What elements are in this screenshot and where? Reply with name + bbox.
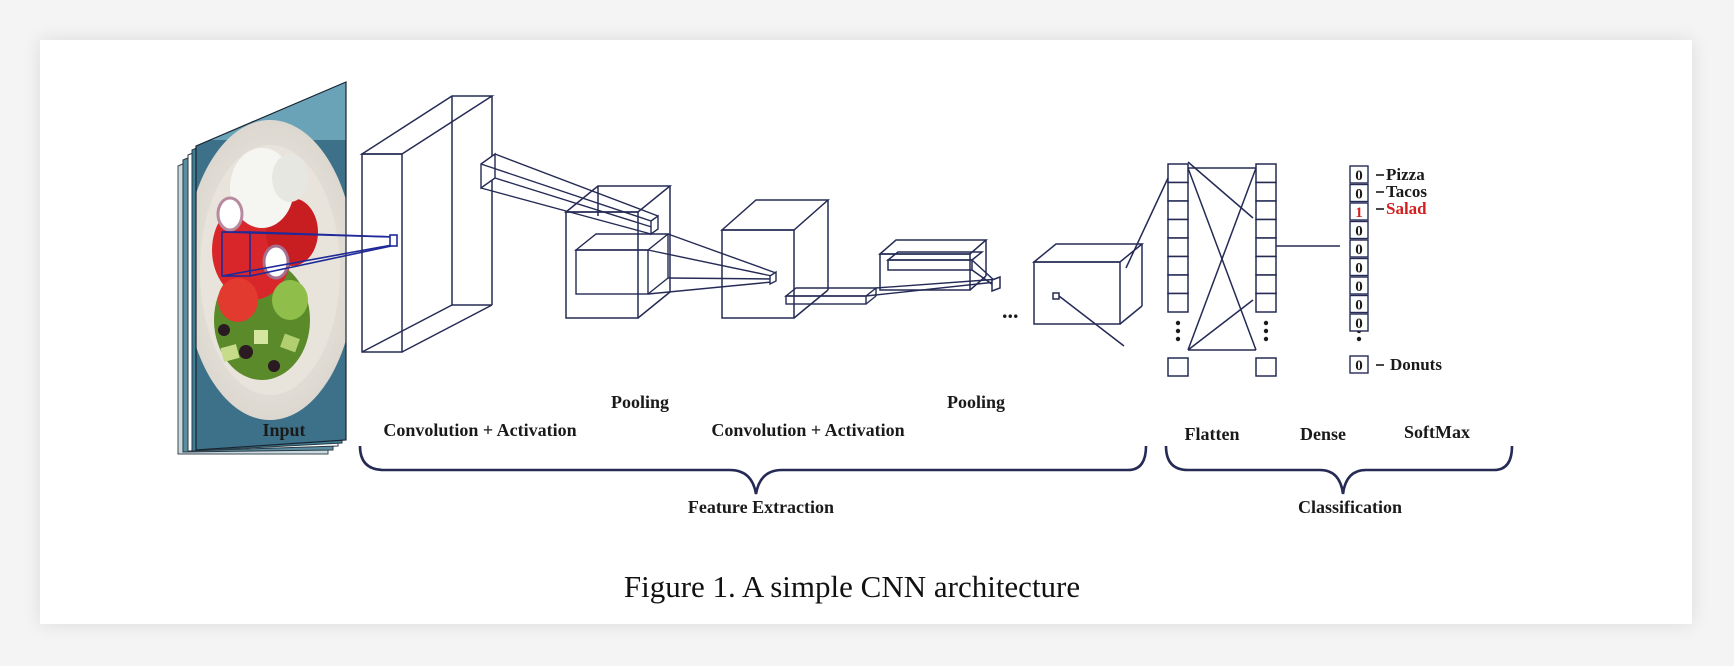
dense-neuron	[1255, 200, 1277, 221]
softmax-value: 0	[1355, 242, 1363, 258]
salad-photo	[196, 82, 346, 450]
layers-ellipsis: ...	[1002, 298, 1019, 323]
flatten-neuron	[1167, 200, 1189, 221]
softmax-value: 0	[1355, 168, 1363, 184]
feature-extraction-brace	[358, 445, 1148, 495]
flatten-neuron	[1167, 237, 1189, 258]
input-image	[177, 81, 347, 455]
conv1-kernel-projection	[480, 152, 659, 236]
softmax-cell	[1349, 239, 1369, 258]
label-dense: Dense	[1300, 424, 1346, 444]
dense-connections	[1187, 161, 1340, 351]
flatten-neuron	[1167, 274, 1189, 295]
input-receptive-field	[221, 231, 398, 277]
label-conv2: Convolution + Activation	[711, 420, 904, 440]
class-label-pizza: Pizza	[1386, 165, 1425, 184]
last-feature-map	[1031, 177, 1169, 347]
softmax-cell	[1349, 183, 1369, 203]
softmax-value: 1	[1355, 205, 1363, 221]
pool1-window	[574, 233, 777, 295]
label-input: Input	[262, 420, 305, 440]
softmax-value: 0	[1355, 316, 1363, 332]
class-label-donuts: Donuts	[1390, 355, 1442, 374]
figure-caption: Figure 1. A simple CNN architecture	[624, 569, 1080, 604]
flatten-layer	[1167, 163, 1189, 377]
class-labels: Pizza Tacos Salad Donuts	[1376, 165, 1442, 374]
flatten-neuron	[1167, 255, 1189, 276]
softmax-cell	[1349, 276, 1369, 295]
softmax-last-value: 0	[1355, 358, 1363, 374]
softmax-cell	[1349, 220, 1369, 240]
dense-neuron	[1255, 255, 1277, 276]
label-pool2: Pooling	[947, 392, 1005, 412]
flatten-last-neuron	[1167, 357, 1189, 377]
label-conv1: Convolution + Activation	[383, 420, 576, 440]
flatten-neuron	[1167, 163, 1189, 184]
label-pool1: Pooling	[611, 392, 669, 412]
softmax-cell	[1349, 165, 1369, 184]
label-feature-extraction: Feature Extraction	[688, 497, 834, 517]
softmax-value: 0	[1355, 279, 1363, 295]
dense-neuron	[1255, 181, 1277, 202]
softmax-value: 0	[1355, 261, 1363, 277]
softmax-value: 0	[1355, 224, 1363, 240]
label-classification: Classification	[1298, 497, 1402, 517]
softmax-cell	[1349, 202, 1369, 221]
softmax-cell	[1349, 257, 1369, 277]
flatten-neuron	[1167, 292, 1189, 313]
softmax-layer: 0 0 1 0 0 0 0 0 0 0	[1349, 165, 1369, 374]
softmax-cell	[1349, 313, 1369, 332]
dense-neuron	[1255, 292, 1277, 313]
dense-last-neuron	[1255, 357, 1277, 377]
flatten-neuron	[1167, 181, 1189, 202]
dense-layer	[1255, 163, 1277, 377]
dense-neuron	[1255, 274, 1277, 295]
softmax-last-cell	[1349, 355, 1369, 374]
dense-neuron	[1255, 218, 1277, 239]
dense-neuron	[1255, 237, 1277, 258]
conv2-window	[784, 278, 1001, 305]
pool1-volume	[563, 185, 673, 319]
label-flatten: Flatten	[1185, 424, 1240, 444]
conv1-volume	[359, 95, 495, 353]
flatten-neuron	[1167, 218, 1189, 239]
classification-brace	[1164, 445, 1514, 495]
class-label-tacos: Tacos	[1386, 182, 1427, 201]
softmax-value: 0	[1355, 187, 1363, 203]
softmax-cell	[1349, 294, 1369, 314]
softmax-value: 0	[1355, 298, 1363, 314]
pool2-volume	[878, 239, 1001, 293]
dense-neuron	[1255, 163, 1277, 184]
label-softmax: SoftMax	[1404, 422, 1470, 442]
class-label-salad: Salad	[1386, 199, 1427, 218]
